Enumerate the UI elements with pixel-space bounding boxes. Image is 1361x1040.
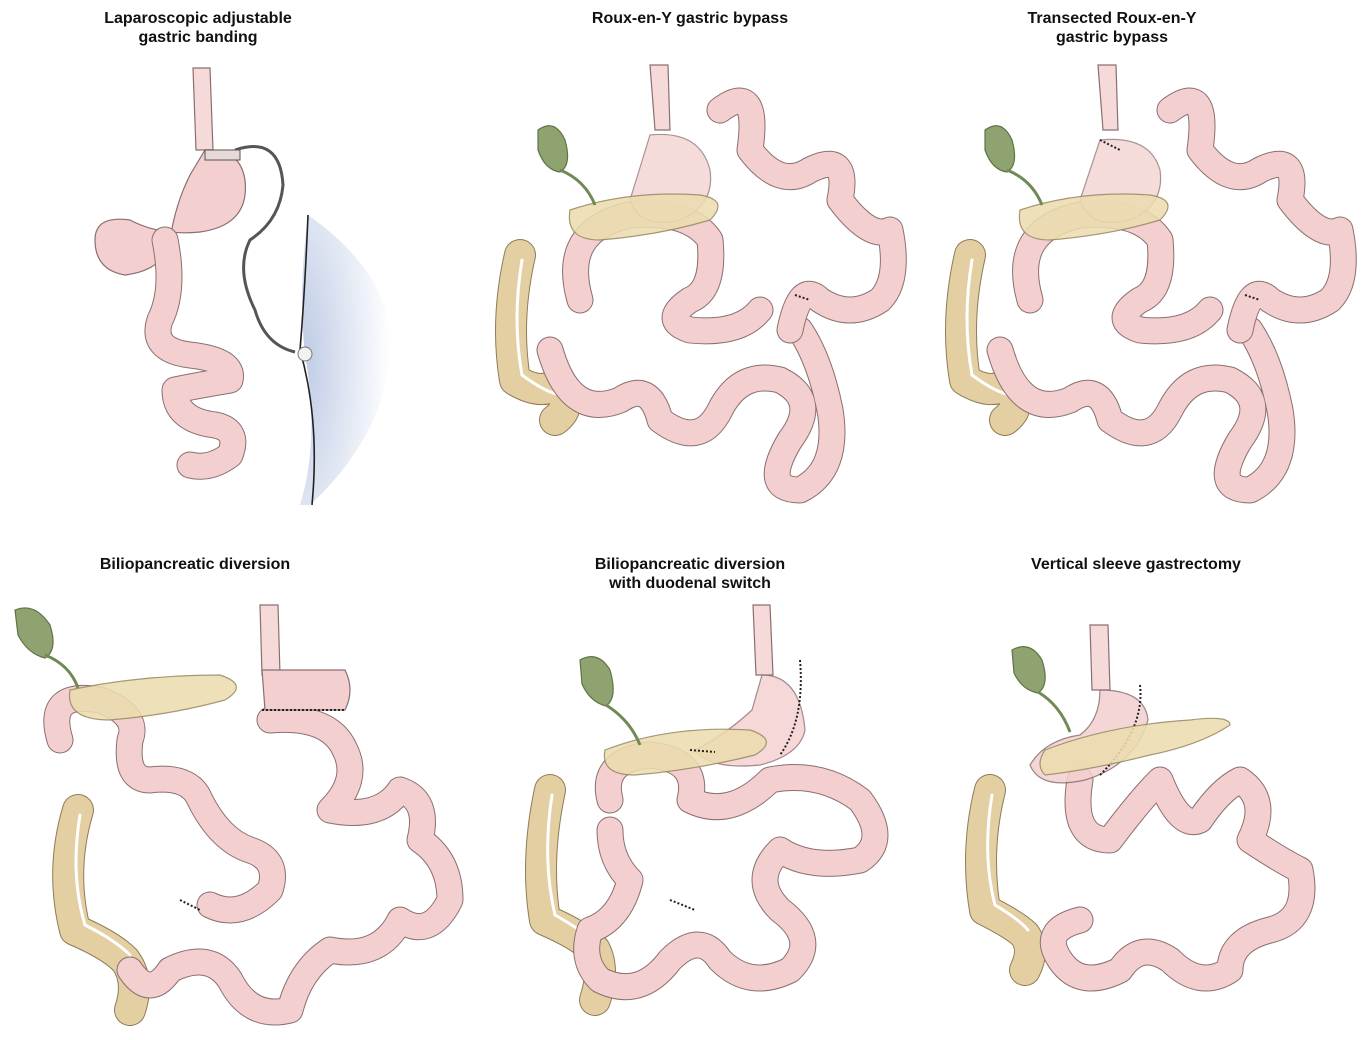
transected-roux-en-y-illustration: [920, 0, 1361, 520]
gallbladder: [1012, 647, 1045, 693]
access-port: [298, 347, 312, 361]
duodenal-switch-illustration: [480, 540, 930, 1040]
biliopancreatic-diversion-illustration: [0, 540, 480, 1040]
pancreas: [604, 729, 766, 775]
stomach-pouch: [262, 670, 350, 710]
panel-transected-roux-en-y: Transected Roux-en-Ygastric bypass: [920, 0, 1361, 520]
panel-roux-en-y: Roux-en-Y gastric bypass: [460, 0, 920, 520]
panel-duodenal-switch: Biliopancreatic diversionwith duodenal s…: [480, 540, 930, 1040]
gastric-banding-illustration: [0, 0, 460, 520]
roux-en-y-illustration: [460, 0, 920, 520]
gallbladder: [15, 608, 53, 658]
gallbladder: [985, 126, 1015, 172]
gallbladder: [580, 657, 613, 706]
esophagus: [260, 605, 280, 675]
anastomosis: [670, 900, 695, 910]
panel-sleeve-gastrectomy: Vertical sleeve gastrectomy: [930, 540, 1361, 1040]
esophagus: [1090, 625, 1110, 690]
esophagus: [193, 68, 213, 150]
esophagus: [753, 605, 773, 675]
panel-biliopancreatic-diversion: Biliopancreatic diversion: [0, 540, 480, 1040]
panel-gastric-banding: Laparoscopic adjustablegastric banding: [0, 0, 460, 520]
esophagus: [650, 65, 670, 130]
esophagus: [1098, 65, 1118, 130]
pancreas: [70, 675, 237, 720]
gastric-band: [205, 150, 240, 160]
gallbladder: [538, 126, 568, 172]
sleeve-gastrectomy-illustration: [930, 540, 1361, 1040]
